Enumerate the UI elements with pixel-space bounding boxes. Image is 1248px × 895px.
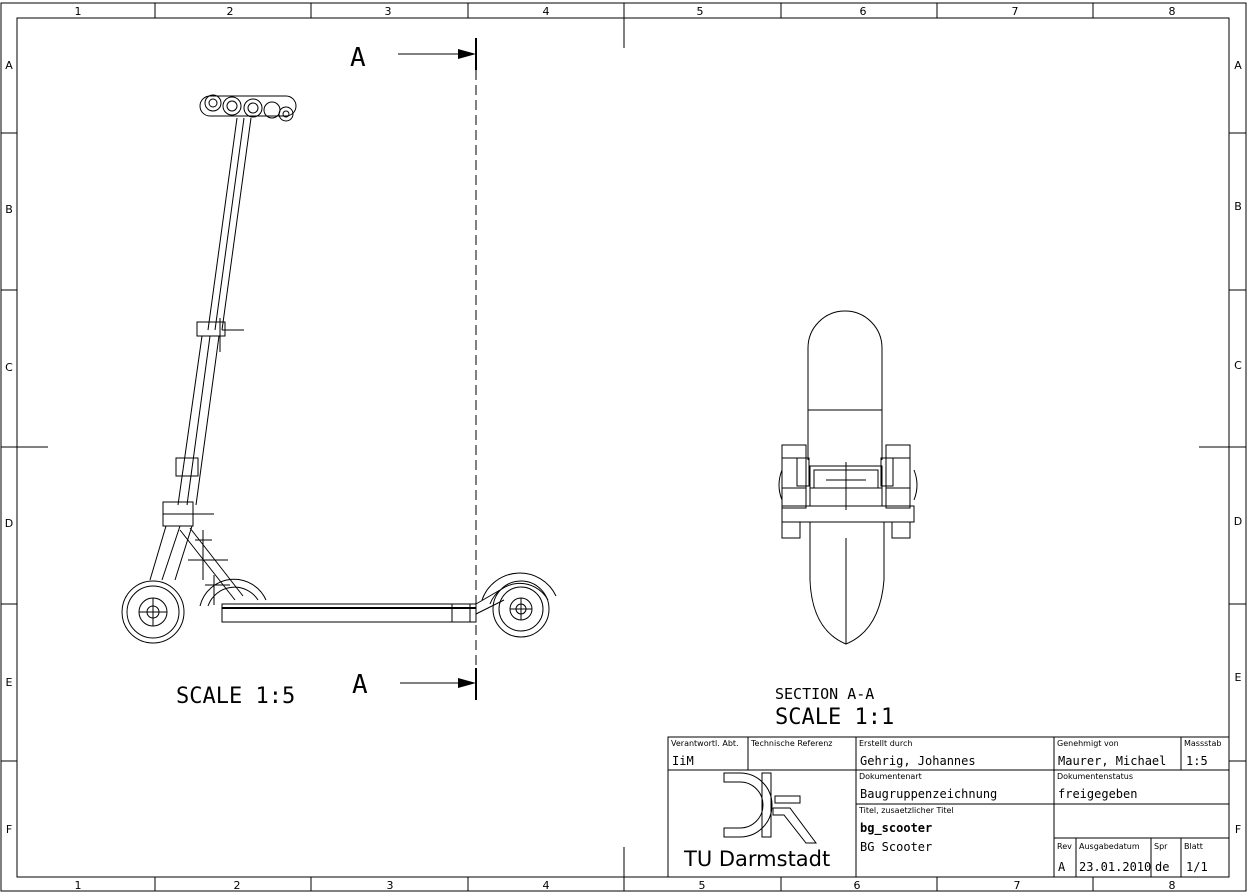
column-label-top-5: 5 <box>697 5 704 18</box>
column-label-top-2: 2 <box>227 5 234 18</box>
tb-tech-ref-label: Technische Referenz <box>750 739 832 748</box>
column-label-top-3: 3 <box>385 5 392 18</box>
tb-spr-value: de <box>1155 860 1169 874</box>
section-view-title: SECTION A-A <box>775 685 874 703</box>
row-label-left-f: F <box>6 823 12 836</box>
column-labels-bottom: 1 2 3 4 5 6 7 8 <box>75 879 1176 892</box>
row-label-right-f: F <box>1235 823 1241 836</box>
column-label-bottom-2: 2 <box>234 879 241 892</box>
tb-titel-label: Titel, zusaetzlicher Titel <box>858 806 954 815</box>
tb-dokumentenart-value: Baugruppenzeichnung <box>860 787 997 801</box>
column-ticks <box>154 3 1094 891</box>
tb-verantwortl-value: IiM <box>672 754 694 768</box>
row-label-left-e: E <box>6 676 13 689</box>
row-labels-right: A B C D E F <box>1234 59 1242 836</box>
column-label-top-8: 8 <box>1169 5 1176 18</box>
tb-massstab-label: Massstab <box>1184 739 1221 748</box>
tb-erstellt-value: Gehrig, Johannes <box>860 754 976 768</box>
main-view-scale-label: SCALE 1:5 <box>176 684 295 709</box>
column-label-top-6: 6 <box>860 5 867 18</box>
tb-dokumentenart-label: Dokumentenart <box>859 772 922 781</box>
row-label-right-e: E <box>1235 671 1242 684</box>
row-label-right-b: B <box>1234 200 1242 213</box>
scooter-side-view <box>121 94 557 644</box>
section-a-a-view <box>778 310 918 645</box>
row-label-right-d: D <box>1234 515 1242 528</box>
university-logo <box>723 772 817 844</box>
tb-rev-label: Rev <box>1057 842 1072 851</box>
tb-titel-value-2: BG Scooter <box>860 840 932 854</box>
tb-ausgabe-value: 23.01.2010 <box>1079 860 1151 874</box>
tb-blatt-value: 1/1 <box>1186 860 1208 874</box>
column-label-bottom-3: 3 <box>387 879 394 892</box>
section-letter-bottom: A <box>352 670 368 700</box>
row-label-right-a: A <box>1234 59 1242 72</box>
university-name: TU Darmstadt <box>683 847 830 871</box>
column-label-top-4: 4 <box>543 5 550 18</box>
title-block: Verantwortl. Abt. IiM Technische Referen… <box>667 736 1230 878</box>
tb-spr-label: Spr <box>1154 842 1168 851</box>
row-label-left-c: C <box>5 361 13 374</box>
tb-titel-value-1: bg_scooter <box>860 821 932 836</box>
column-label-bottom-5: 5 <box>699 879 706 892</box>
tb-dokumentenstatus-value: freigegeben <box>1058 787 1137 801</box>
tb-ausgabe-label: Ausgabedatum <box>1079 842 1140 851</box>
tb-dokumentenstatus-label: Dokumentenstatus <box>1057 772 1133 781</box>
column-labels-top: 1 2 3 4 5 6 7 8 <box>75 5 1176 18</box>
row-labels-left: A B C D E F <box>5 59 13 836</box>
column-label-bottom-6: 6 <box>854 879 861 892</box>
section-letter-top: A <box>350 43 366 73</box>
tb-rev-value: A <box>1058 860 1066 874</box>
row-ticks <box>1 132 1246 762</box>
column-label-top-7: 7 <box>1012 5 1019 18</box>
tb-massstab-value: 1:5 <box>1186 754 1208 768</box>
row-label-right-c: C <box>1234 359 1242 372</box>
column-label-bottom-4: 4 <box>543 879 550 892</box>
row-label-left-a: A <box>5 59 13 72</box>
column-label-bottom-1: 1 <box>75 879 82 892</box>
column-label-bottom-8: 8 <box>1169 879 1176 892</box>
section-view-scale-label: SCALE 1:1 <box>775 705 894 730</box>
row-label-left-b: B <box>5 203 13 216</box>
tb-blatt-label: Blatt <box>1184 842 1203 851</box>
tb-genehmigt-value: Maurer, Michael <box>1058 754 1166 768</box>
column-label-top-1: 1 <box>75 5 82 18</box>
column-label-bottom-7: 7 <box>1014 879 1021 892</box>
tb-erstellt-label: Erstellt durch <box>859 739 912 748</box>
section-line-a-a: A A <box>350 38 477 700</box>
row-label-left-d: D <box>5 517 13 530</box>
inner-border <box>16 17 1230 878</box>
tb-genehmigt-label: Genehmigt von <box>1057 739 1119 748</box>
tb-verantwortl-label: Verantwortl. Abt. <box>671 739 739 748</box>
